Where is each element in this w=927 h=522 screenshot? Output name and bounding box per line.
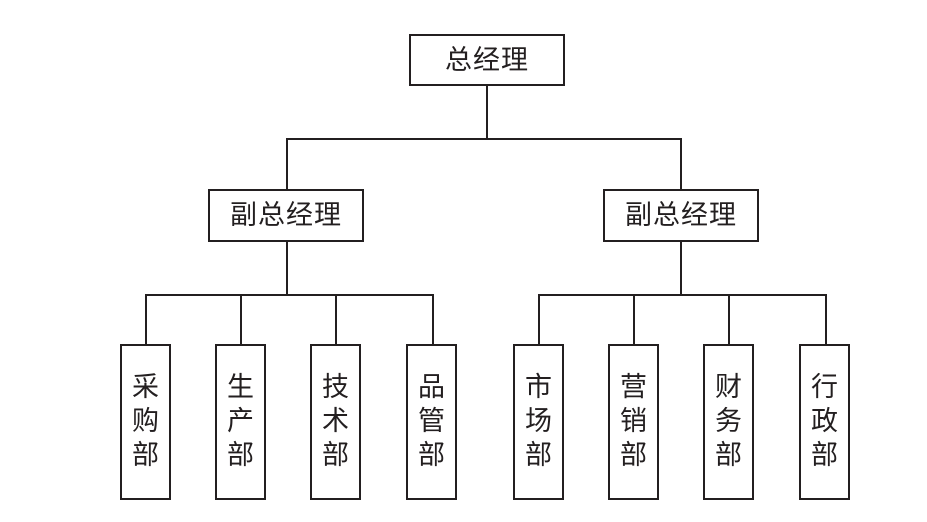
department-label: 采购部	[132, 372, 159, 471]
connector-gm-down	[486, 85, 488, 139]
department-box: 财务部	[703, 344, 754, 500]
connector-dept-drop-2	[240, 294, 242, 345]
general-manager-box: 总经理	[409, 34, 565, 86]
connector-deputy-right-up	[680, 138, 682, 190]
department-box: 采购部	[120, 344, 171, 500]
connector-deputy-left-up	[286, 138, 288, 190]
connector-dept-drop-6	[633, 294, 635, 345]
connector-right-deputy-down	[680, 241, 682, 295]
connector-left-deputy-down	[286, 241, 288, 295]
department-label: 市场部	[525, 372, 552, 471]
general-manager-label: 总经理	[445, 44, 529, 76]
department-box: 行政部	[799, 344, 850, 500]
department-box: 技术部	[310, 344, 361, 500]
deputy-manager-label-right: 副总经理	[625, 200, 737, 231]
department-label: 营销部	[620, 372, 647, 471]
department-label: 生产部	[227, 372, 254, 471]
connector-dept-drop-3	[335, 294, 337, 345]
department-box: 生产部	[215, 344, 266, 500]
connector-dept-drop-5	[538, 294, 540, 345]
deputy-manager-label-left: 副总经理	[230, 200, 342, 231]
connector-left-dept-bar	[145, 294, 434, 296]
department-box: 品管部	[406, 344, 457, 500]
connector-dept-drop-1	[145, 294, 147, 345]
connector-right-dept-bar	[538, 294, 827, 296]
deputy-manager-box-right: 副总经理	[603, 189, 759, 242]
department-label: 技术部	[322, 372, 349, 471]
connector-dept-drop-4	[432, 294, 434, 345]
department-box: 营销部	[608, 344, 659, 500]
connector-deputy-bar	[286, 138, 682, 140]
department-label: 行政部	[811, 372, 838, 471]
department-box: 市场部	[513, 344, 564, 500]
department-label: 财务部	[715, 372, 742, 471]
department-label: 品管部	[418, 372, 445, 471]
deputy-manager-box-left: 副总经理	[208, 189, 364, 242]
connector-dept-drop-7	[728, 294, 730, 345]
connector-dept-drop-8	[825, 294, 827, 345]
